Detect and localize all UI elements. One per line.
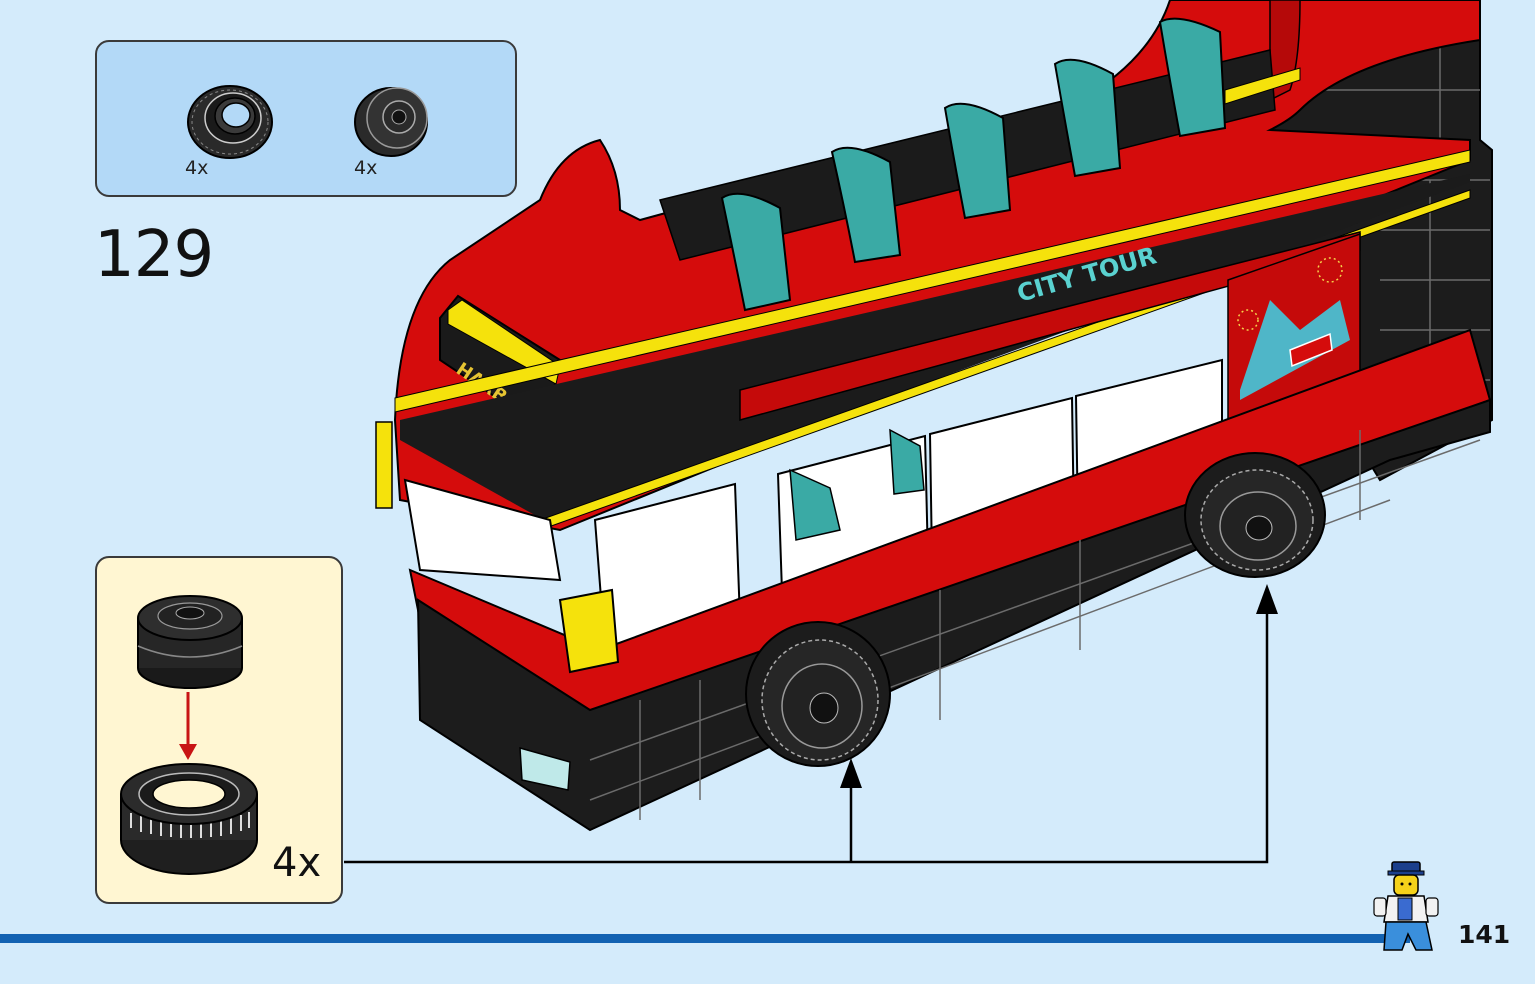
wheel-rim-quantity: 4x [354, 157, 378, 179]
tire-icon [120, 763, 258, 875]
placement-arrows [344, 612, 1269, 864]
front-wheel-arrow [840, 758, 862, 788]
sub-assembly-box [95, 556, 343, 904]
tire-quantity: 4x [185, 157, 209, 179]
fireworks-decal [1227, 232, 1361, 422]
page-number: 141 [1458, 920, 1511, 949]
step-number: 129 [94, 218, 214, 292]
wheel-rim-icon [353, 80, 435, 160]
wheel-assembly-diagram [120, 595, 258, 875]
rear-wheel [1184, 452, 1326, 578]
bus-illustration: HARBOR CITY TOUR [344, 0, 1493, 864]
tire-icon [183, 78, 277, 160]
rear-wheel-arrow [1256, 584, 1278, 614]
minifigure-icon [1372, 858, 1442, 958]
upper-deck: HARBOR CITY TOUR [393, 0, 1481, 532]
wheel-rim-icon [137, 595, 243, 689]
upper-deck-seats [720, 17, 1227, 312]
front-wheel [745, 621, 891, 767]
page-footer-bar [0, 934, 1410, 943]
sub-assembly-quantity: 4x [272, 840, 322, 886]
parts-list-box: 4x 4x [95, 40, 517, 197]
